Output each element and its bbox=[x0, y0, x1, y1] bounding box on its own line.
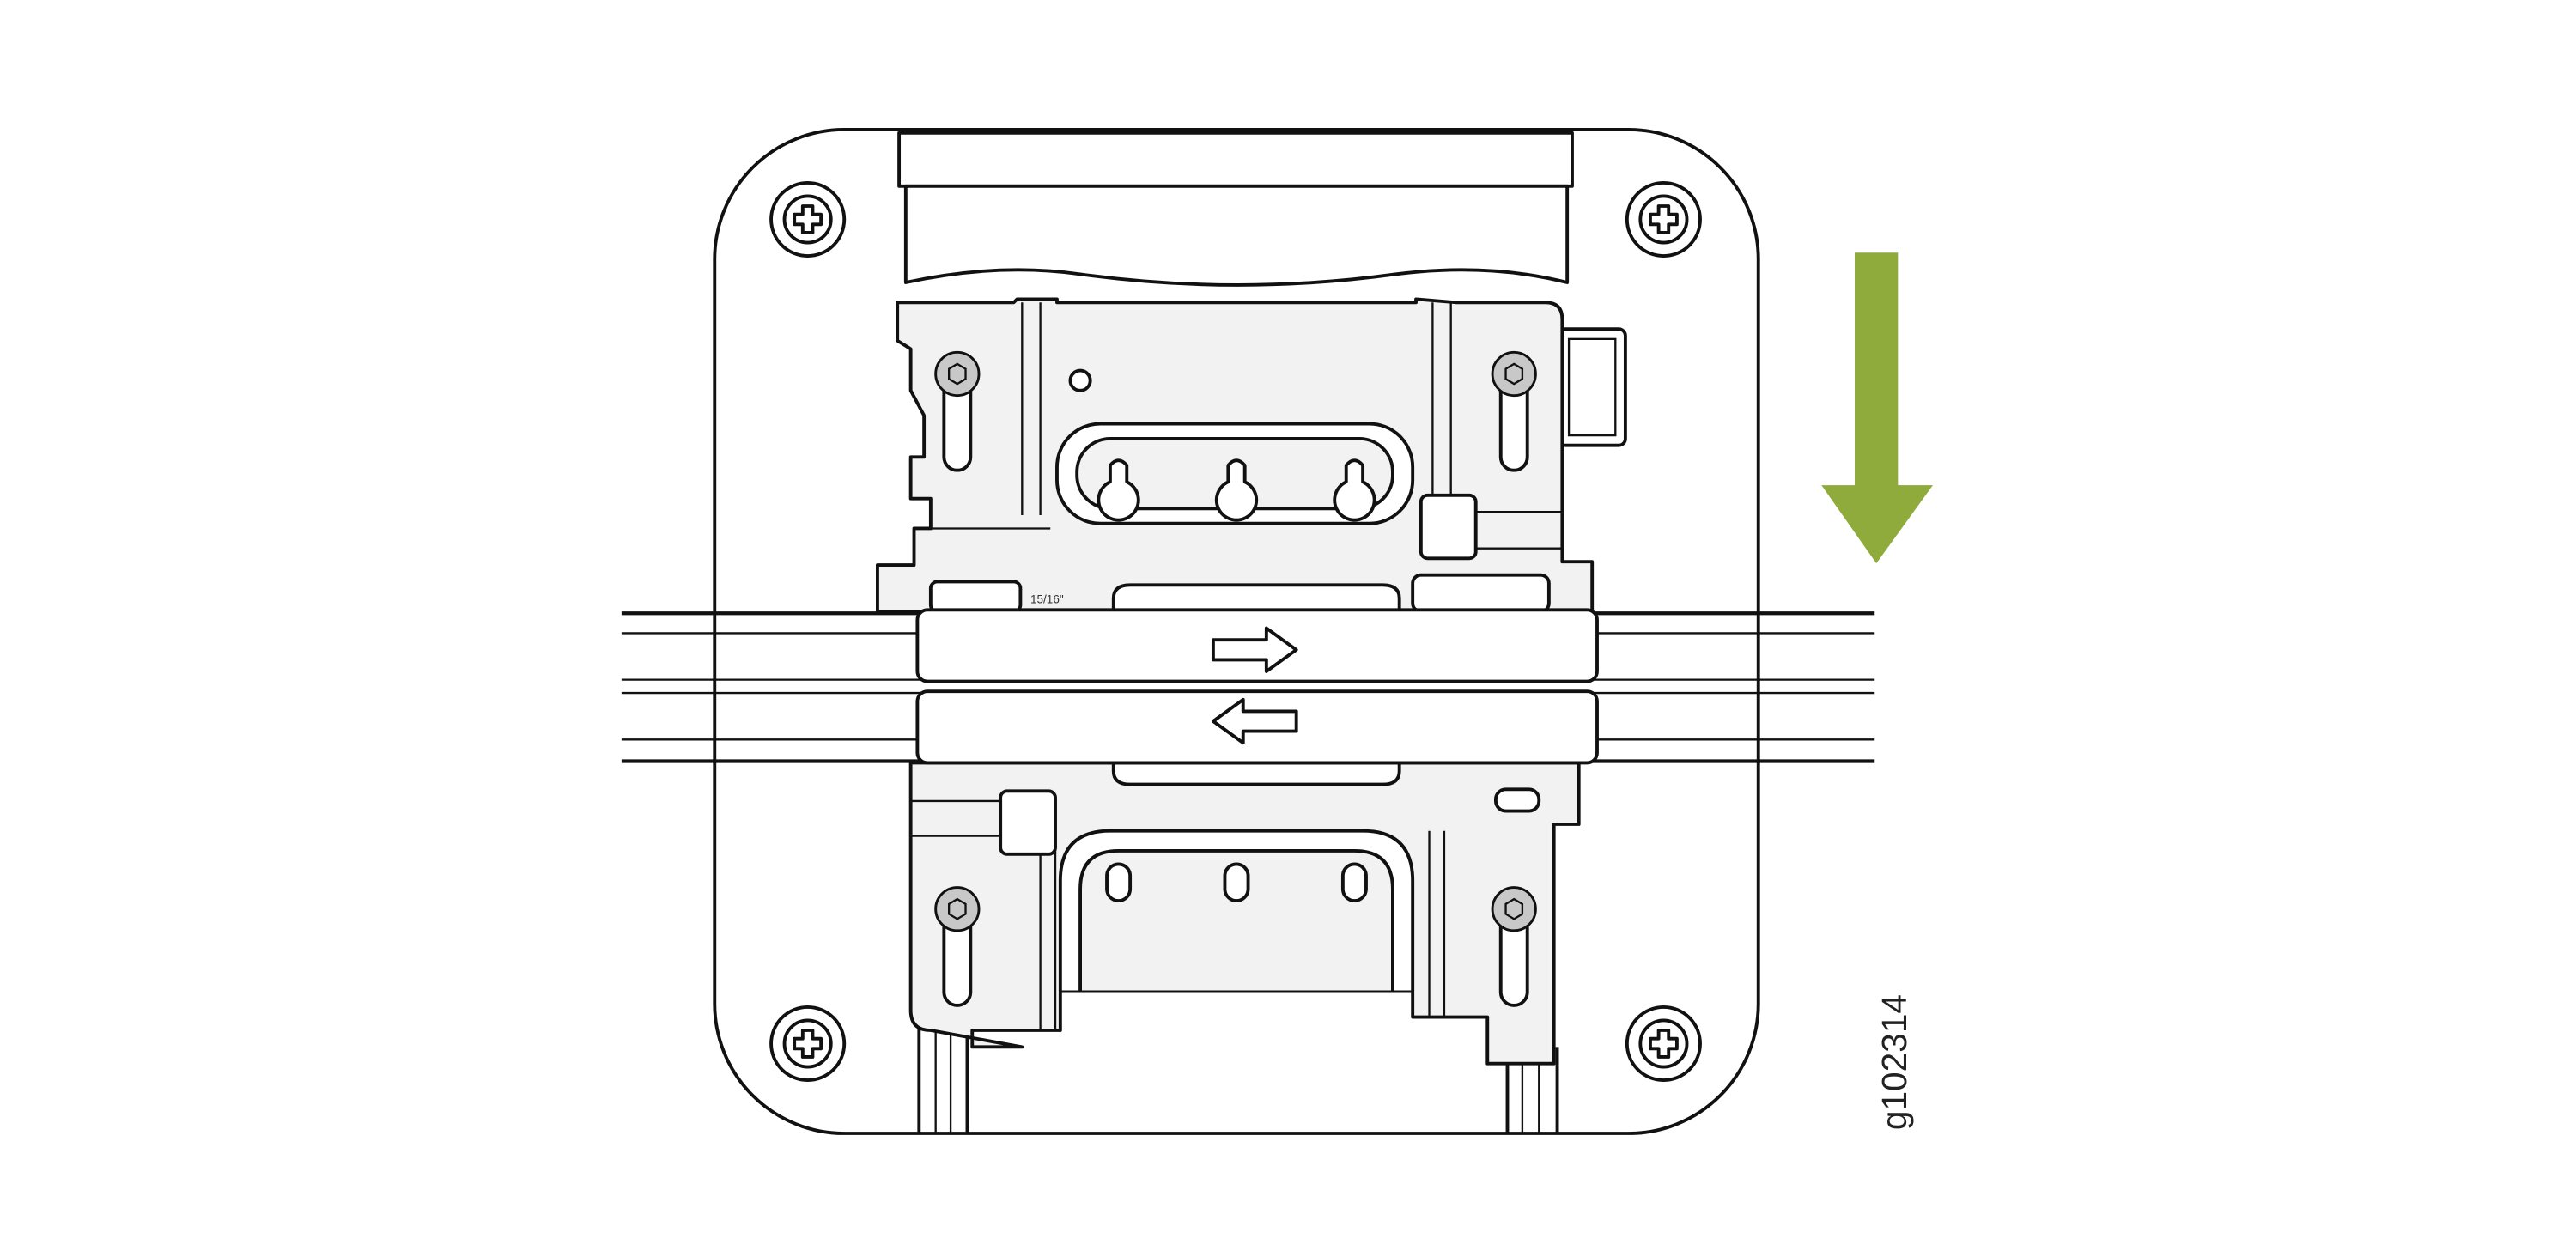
arrow-right-icon bbox=[1211, 626, 1298, 673]
screw-icon bbox=[769, 180, 847, 258]
plate-screws bbox=[769, 180, 1702, 1082]
top-bracket bbox=[897, 131, 1574, 188]
arrow-left-icon bbox=[1211, 697, 1298, 745]
screw-icon bbox=[1625, 1005, 1702, 1082]
lower-module bbox=[908, 761, 1581, 1066]
screw-icon bbox=[1625, 180, 1702, 258]
arrow-down-icon bbox=[1821, 252, 1933, 564]
figure-id-label: g102314 bbox=[1874, 994, 1914, 1130]
upper-module bbox=[876, 297, 1627, 614]
mounting-plate bbox=[713, 128, 1760, 1135]
dimension-note: 15/16" bbox=[1030, 593, 1064, 606]
top-sheet bbox=[903, 184, 1570, 287]
screw-icon bbox=[769, 1005, 847, 1082]
